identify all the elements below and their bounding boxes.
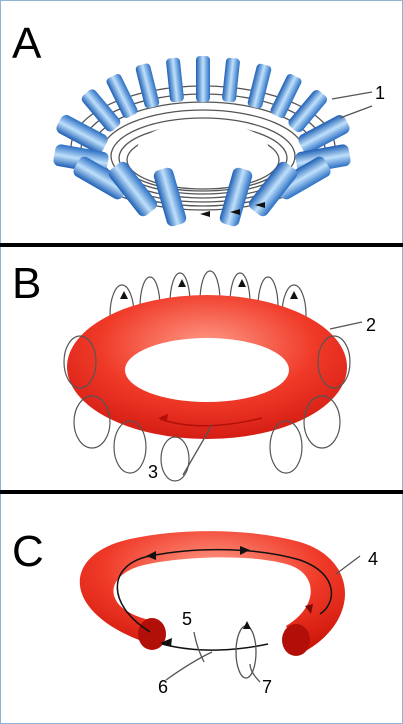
torus-hole xyxy=(125,338,289,402)
external-current-line xyxy=(162,644,268,650)
callout-1-leaders xyxy=(332,92,372,118)
callout-7: 7 xyxy=(262,678,272,696)
callout-1: 1 xyxy=(375,84,385,102)
poloidal-loop-arrow xyxy=(243,621,251,629)
callout-2-leader xyxy=(330,322,362,329)
torus-hole xyxy=(137,122,269,178)
plasma-torus-illustration xyxy=(0,247,403,491)
torus-end-cap-left xyxy=(138,618,166,650)
callout-6-leader xyxy=(166,652,212,680)
callout-5: 5 xyxy=(182,610,192,628)
callout-4: 4 xyxy=(368,550,378,568)
callout-6: 6 xyxy=(158,678,168,696)
torus-end-cap-right xyxy=(282,624,310,656)
toroidal-coil-illustration xyxy=(0,0,403,245)
plasma-split-torus-illustration xyxy=(0,494,403,724)
callout-4-leader xyxy=(336,556,360,574)
poloidal-field-loop xyxy=(236,626,256,678)
callout-3: 3 xyxy=(148,463,158,481)
callout-2: 2 xyxy=(366,316,376,334)
